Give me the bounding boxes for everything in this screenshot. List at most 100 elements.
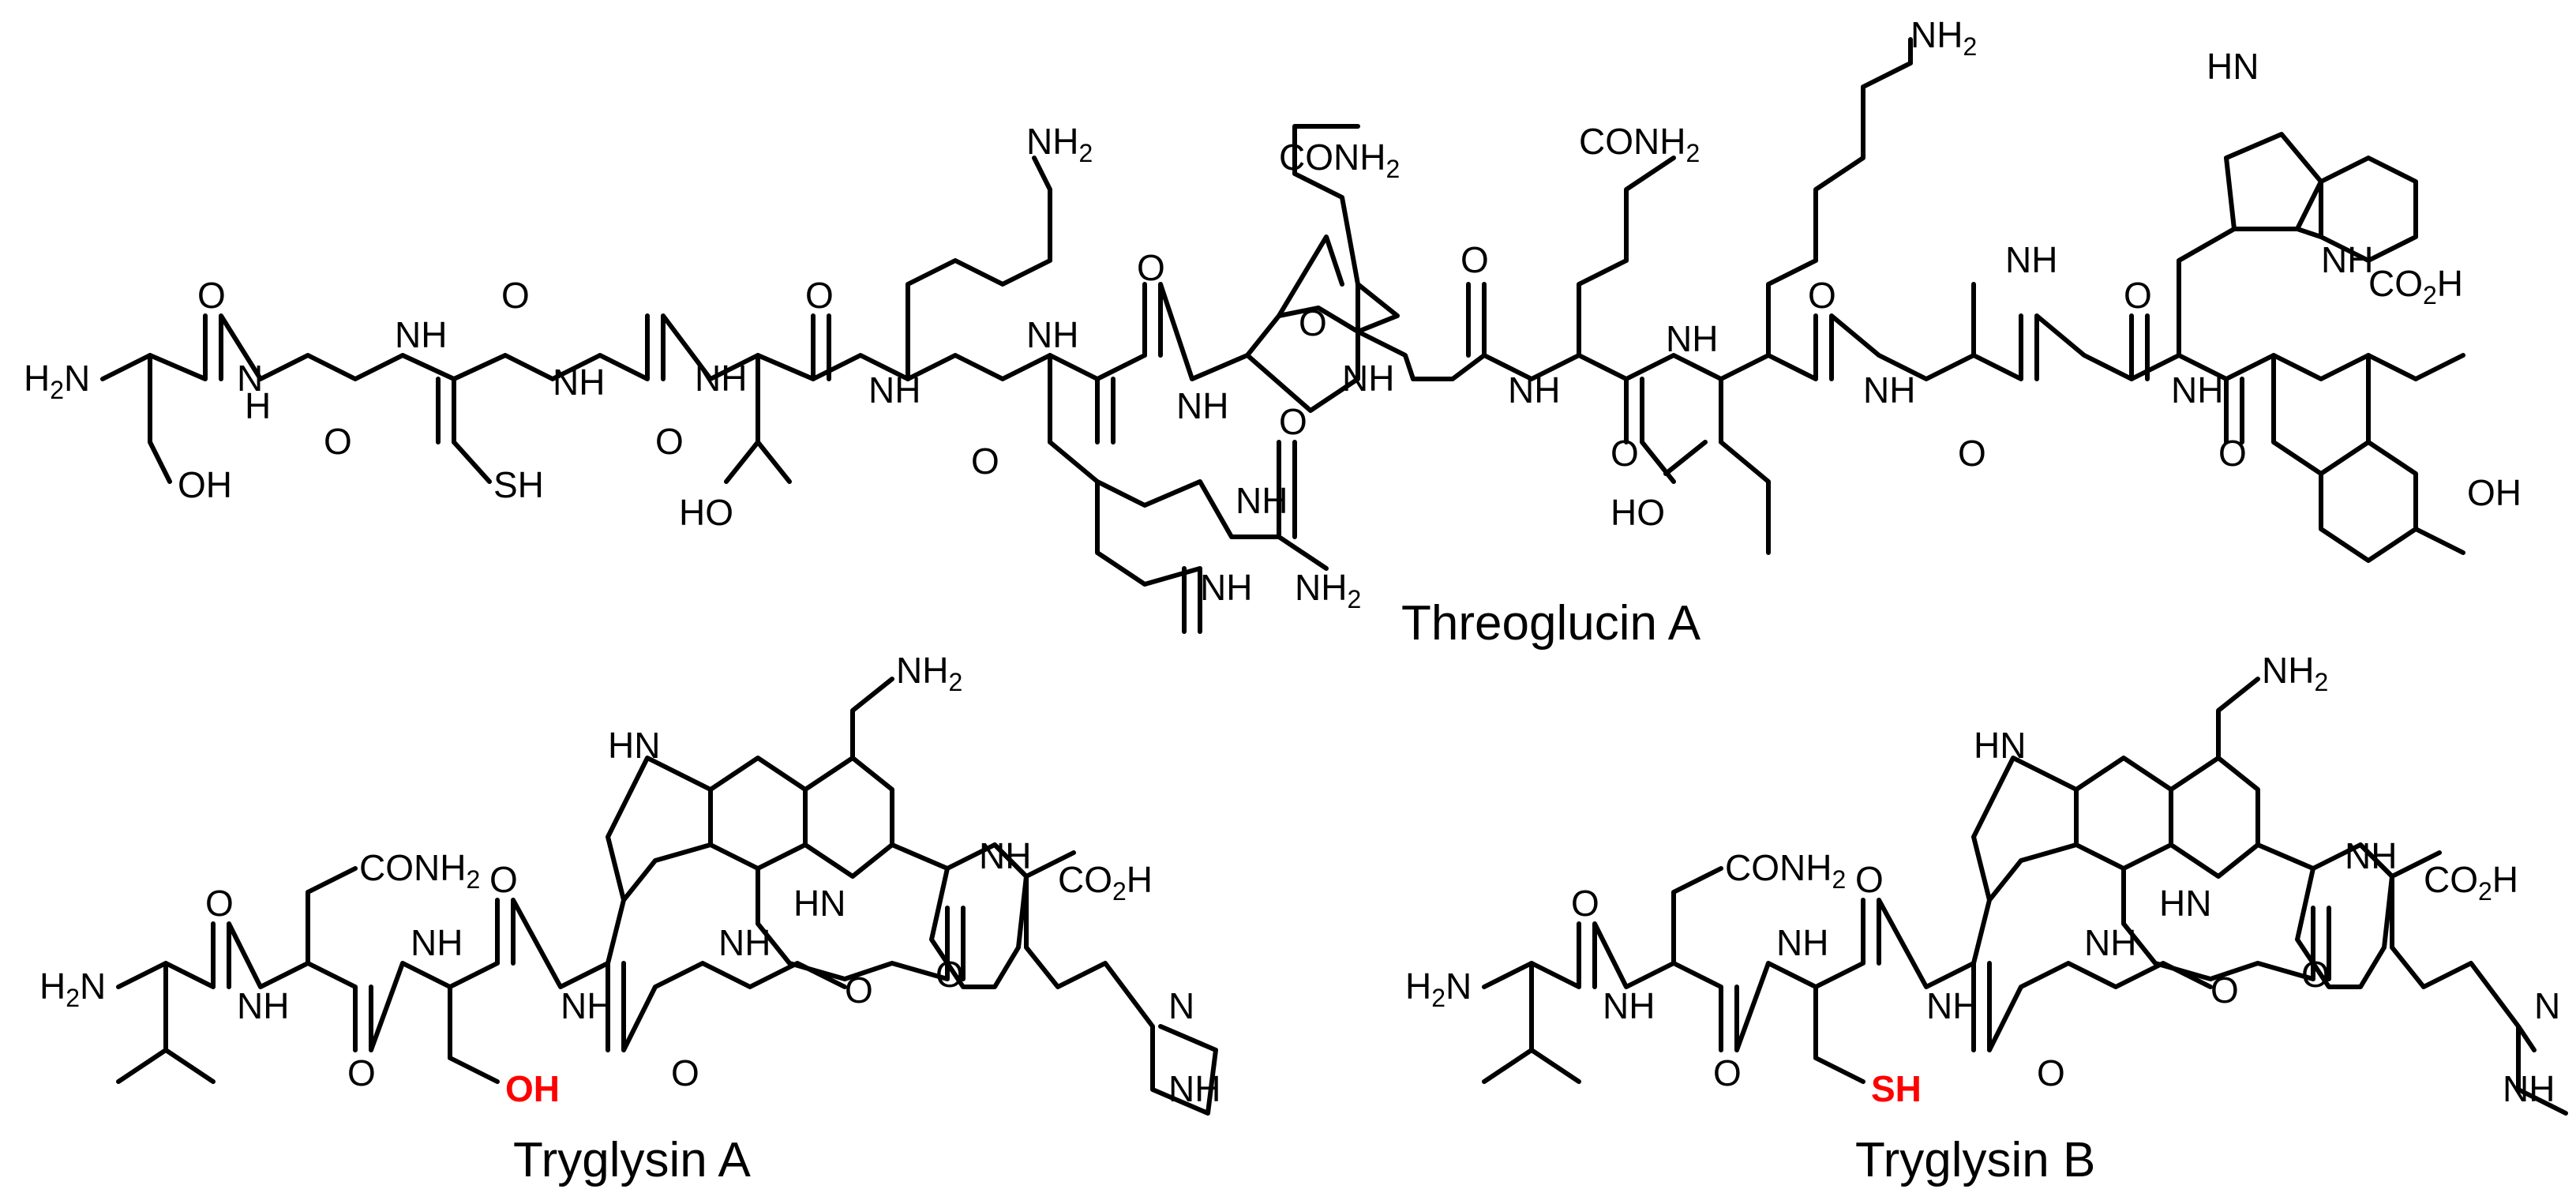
acid-label: CO2H [1058, 859, 1153, 906]
imidazole-nh-label: NH [1168, 1068, 1221, 1109]
amide-nh-label: NH [1603, 985, 1655, 1026]
amide-nh-label: NH [553, 362, 605, 403]
carbonyl-o-label: O [2218, 433, 2247, 474]
compound-name-tryglysin-a: Tryglysin A [513, 1133, 752, 1187]
amine-label: NH2 [1295, 567, 1361, 613]
carbonyl-o-label: O [2037, 1052, 2065, 1093]
amide-nh-label: H [245, 385, 271, 426]
amine-label: H2N [39, 966, 106, 1012]
amide-nh-label: NH [1666, 318, 1718, 359]
amide-nh-label: NH [2005, 239, 2057, 280]
carbonyl-o-label: O [2210, 970, 2239, 1011]
bond [148, 353, 792, 484]
amine-label: NH2 [1910, 14, 1977, 61]
carbonyl-o-label: O [197, 275, 226, 316]
amide-nh-label: NH [1863, 369, 1915, 411]
amide-nh-label: NH [2345, 835, 2397, 876]
bond [1971, 677, 2442, 981]
ring-nh-label: HN [793, 883, 846, 924]
compound-name-threoglucin-a: Threoglucin A [1401, 596, 1701, 651]
carbonyl-o-label: O [1713, 1052, 1742, 1093]
bond [1482, 866, 1976, 1052]
ring-nh-label: NH [1342, 358, 1394, 399]
threoglucin-a-structure [100, 37, 2465, 634]
hydroxyl-label: HO [1610, 492, 1665, 533]
carbonyl-o-label: O [1808, 275, 1836, 316]
amide-nh-label: NH [718, 922, 771, 963]
imidazole-n-label: N [1168, 985, 1194, 1026]
bond [100, 313, 910, 444]
carbonyl-o-label: O [971, 441, 999, 482]
carbonyl-o-label: O [671, 1052, 699, 1093]
amide-nh-label: NH [868, 369, 921, 411]
carbonyl-o-label: O [845, 970, 873, 1011]
amide-nh-label: NH [1508, 369, 1560, 411]
bond [906, 282, 1250, 444]
indole-nh-label: HN [2207, 46, 2259, 87]
amide-nh-label: NH [1176, 385, 1228, 426]
carbonyl-o-label: O [805, 275, 834, 316]
amide-side-chain-label: CONH2 [1725, 847, 1846, 894]
carbonyl-o-label: O [2124, 275, 2152, 316]
bond [1482, 961, 1865, 1084]
bond [1663, 37, 1976, 555]
amide-nh-label: NH [411, 922, 463, 963]
amide-side-chain-label: CONH2 [1579, 121, 1700, 167]
amide-nh-label: NH [237, 985, 289, 1026]
tryglysin-a-atom-labels: H2N O NH CONH2 O NH OH O NH HN NH2 O NH … [39, 650, 1221, 1187]
amide-nh-label: NH [1026, 314, 1078, 355]
carbonyl-o-label: O [489, 859, 518, 900]
ring-oxygen-label: O [1299, 302, 1327, 343]
imine-nh-label: NH [1236, 480, 1288, 521]
carbonyl-o-label: O [347, 1052, 376, 1093]
acid-label: CO2H [2368, 263, 2463, 309]
hydroxyl-label: HO [679, 492, 733, 533]
carbonyl-o-label: O [1279, 401, 1307, 442]
amide-nh-label: NH [561, 985, 613, 1026]
thiol-label: SH [493, 464, 544, 505]
imidazole-n-label: N [2534, 985, 2560, 1026]
amide-nh-label: NH [1926, 985, 1978, 1026]
amide-side-chain-label: CONH2 [359, 847, 480, 894]
carbonyl-o-label: O [1137, 247, 1165, 288]
bond [1624, 313, 2418, 381]
amide-n-label: N [237, 358, 263, 399]
guanidine-nh-label: NH [1200, 567, 1252, 608]
bond [2224, 353, 2465, 563]
carbonyl-o-label: O [501, 275, 530, 316]
amine-label: H2N [24, 358, 90, 404]
amide-side-chain-label: CONH2 [1279, 137, 1400, 183]
carbonyl-o-label: O [1610, 433, 1639, 474]
carbonyl-o-label: O [205, 883, 234, 924]
bond [606, 677, 1076, 981]
amide-nh-label: NH [1776, 922, 1828, 963]
carbonyl-o-label: O [655, 421, 684, 462]
carbonyl-o-label: O [2301, 954, 2330, 995]
highlighted-thiol-label: SH [1871, 1068, 1922, 1109]
carbonyl-o-label: O [1571, 883, 1599, 924]
amine-label: H2N [1405, 966, 1472, 1012]
amide-nh-label: NH [979, 835, 1031, 876]
indole-nh-label: HN [1974, 725, 2026, 766]
amide-nh-label: NH [695, 358, 747, 399]
highlighted-hydroxyl-label: OH [505, 1068, 560, 1109]
imidazole-nh-label: NH [2503, 1068, 2555, 1109]
tryglysin-b-atom-labels: H2N O NH CONH2 O NH SH O NH HN NH2 O NH … [1405, 650, 2560, 1187]
ring-nh-label: HN [2159, 883, 2211, 924]
carbonyl-o-label: O [1460, 239, 1489, 280]
bond [1048, 353, 1329, 571]
amine-label: NH2 [896, 650, 962, 696]
indole-nh-label: HN [608, 725, 660, 766]
carbonyl-o-label: O [1958, 433, 1986, 474]
threoglucin-a-atom-labels: H2N O H N OH O NH SH O NH O NH HO O NH N… [24, 14, 2522, 651]
carbonyl-o-label: O [324, 421, 352, 462]
bond [1095, 479, 1202, 634]
bond [1245, 124, 1487, 413]
phenol-label: OH [2467, 472, 2522, 513]
amide-nh-label: NH [395, 314, 447, 355]
amide-nh-label: NH [2084, 922, 2136, 963]
bond [116, 866, 610, 1052]
bond [116, 961, 500, 1084]
